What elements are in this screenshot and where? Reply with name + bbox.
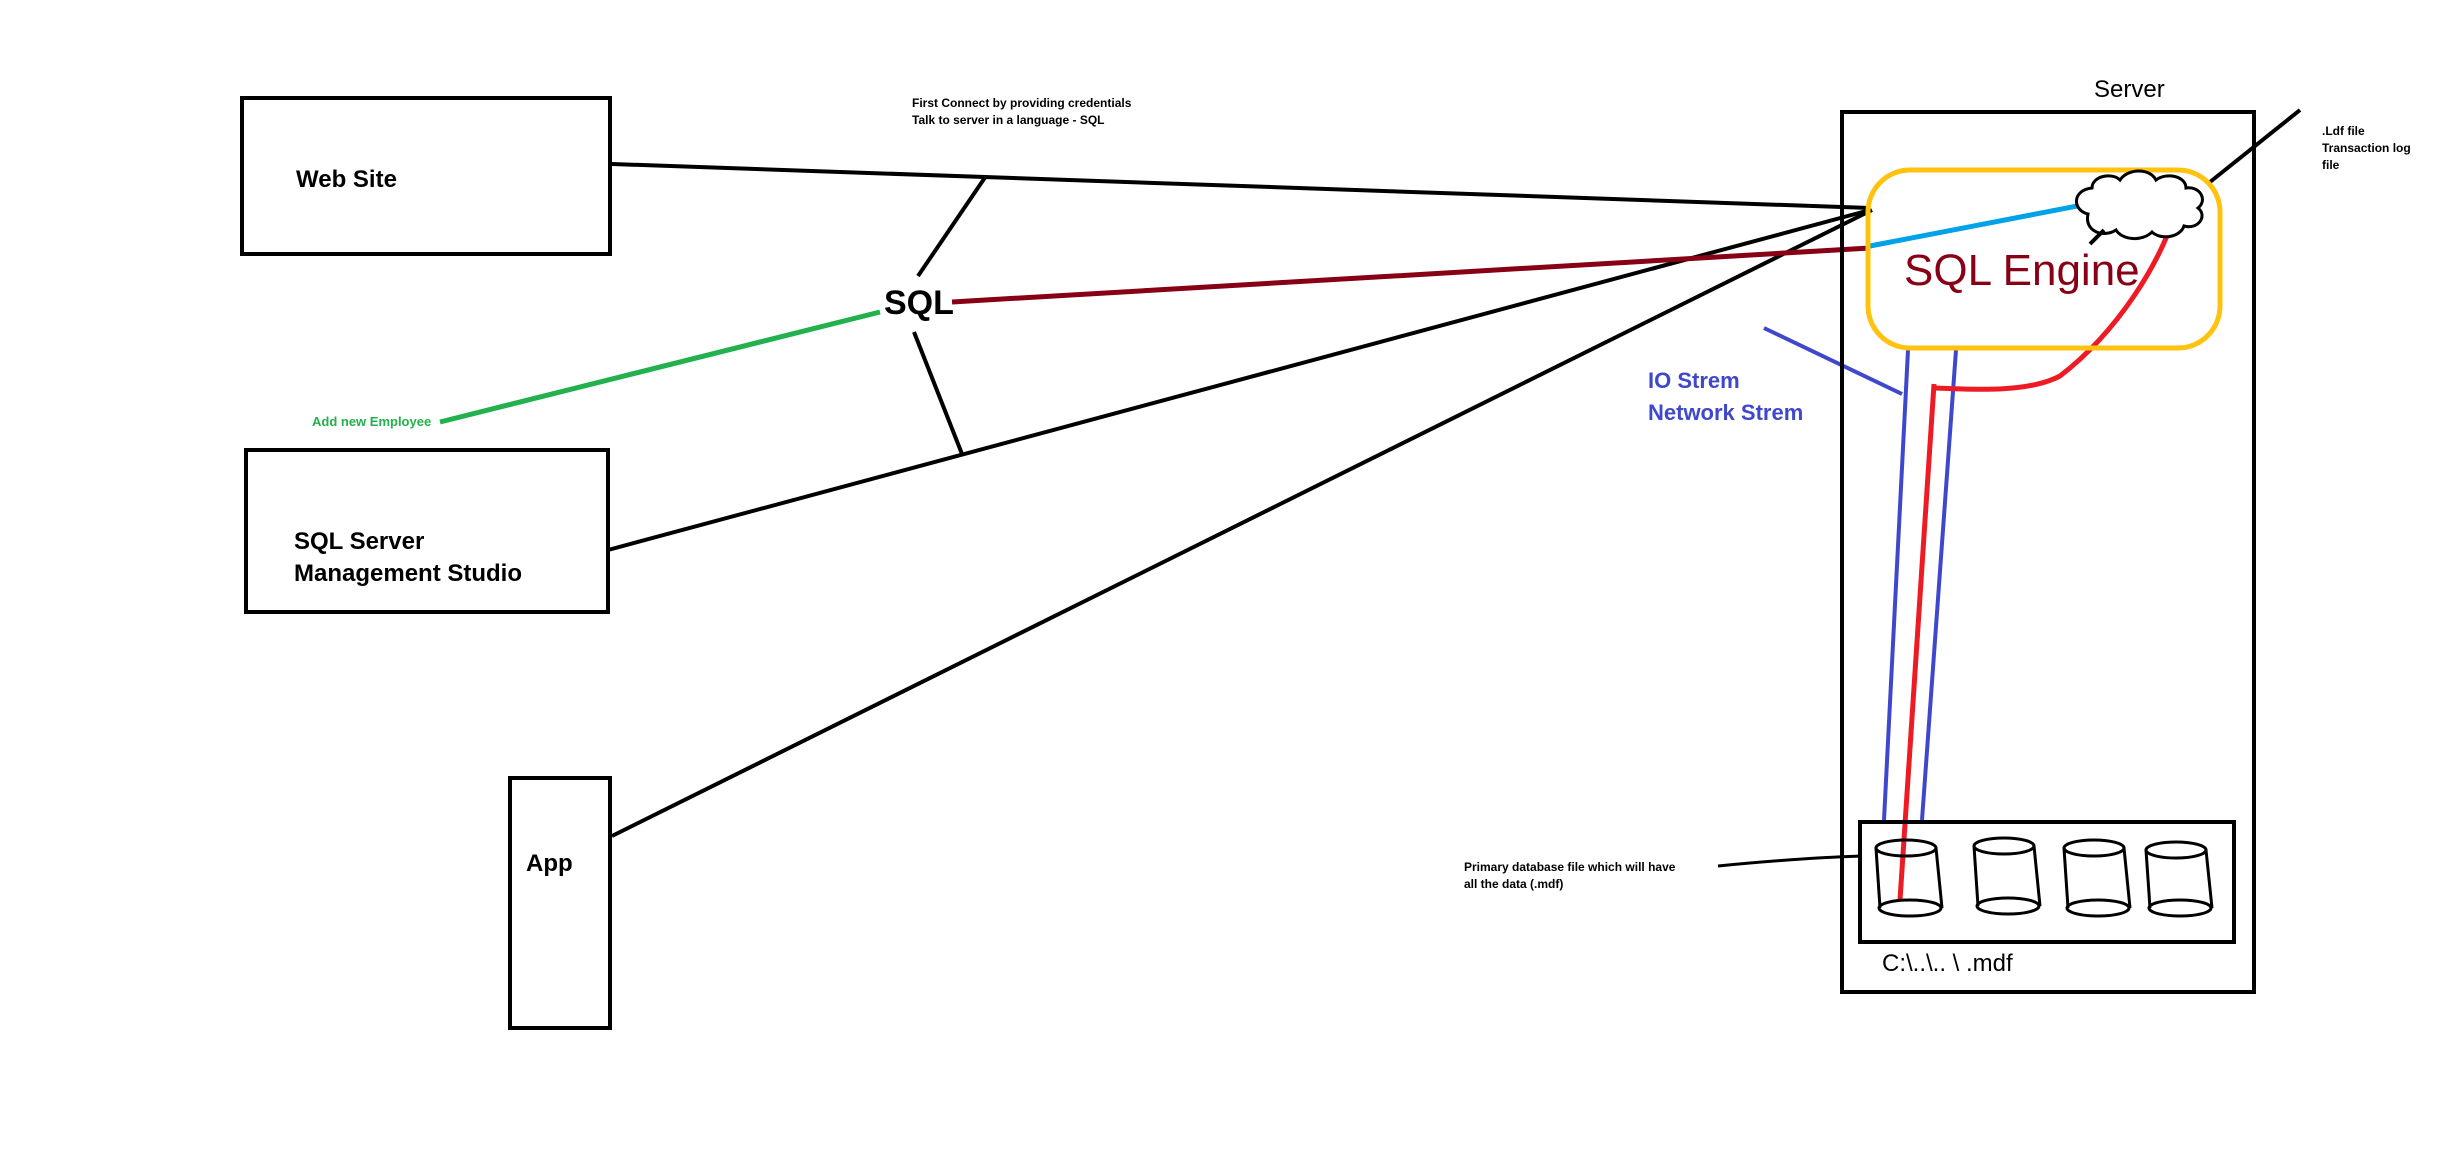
server-title: Server xyxy=(2094,76,2165,103)
mdf-path-label: C:\..\.. \ .mdf xyxy=(1882,950,2013,977)
database-cylinder-icon xyxy=(1972,836,2042,916)
mdf-note-line2: all the data (.mdf) xyxy=(1464,877,1564,891)
ssms-label-line2: Management Studio xyxy=(294,560,523,587)
sql-engine-box xyxy=(1865,167,2223,351)
ldf-note-line1: .Ldf file xyxy=(2322,124,2365,138)
log-cloud-tail xyxy=(2088,228,2106,246)
connect-note-line2: Talk to server in a language - SQL xyxy=(912,113,1105,127)
app-box: App xyxy=(508,776,612,1030)
ldf-note-line3: file xyxy=(2322,158,2340,172)
add-employee-line xyxy=(439,309,881,425)
log-cloud-icon xyxy=(2075,169,2204,240)
add-employee-label: Add new Employee xyxy=(312,414,432,429)
app-label: App xyxy=(526,850,573,877)
website-label: Web Site xyxy=(296,166,397,193)
io-stream-label: IO Strem xyxy=(1648,368,1740,393)
engine-to-log-line xyxy=(1869,199,2099,249)
sql-bracket-top xyxy=(916,174,988,278)
app-to-server-line xyxy=(611,208,1873,838)
sql-to-engine-line xyxy=(951,245,1871,305)
sql-label: SQL xyxy=(884,284,954,322)
mdf-pointer-line xyxy=(1717,854,1863,868)
connect-note-line1: First Connect by providing credentials xyxy=(912,96,1132,110)
server-box xyxy=(1840,110,2256,994)
ssms-box: SQL Server Management Studio xyxy=(244,448,610,614)
website-to-server-line xyxy=(611,162,1871,210)
database-cylinder-icon xyxy=(2062,838,2132,918)
database-cylinder-icon xyxy=(1874,838,1944,918)
storage-box xyxy=(1858,820,2236,944)
ssms-label-line1: SQL Server xyxy=(294,528,425,555)
red-flow-line-down xyxy=(1897,383,1937,901)
io-stream-line-right xyxy=(1920,349,1958,821)
ldf-note-line2: Transaction log xyxy=(2322,141,2411,155)
mdf-note-line1: Primary database file which will have xyxy=(1464,860,1676,874)
sql-engine-label: SQL Engine xyxy=(1904,246,2140,295)
website-box: Web Site xyxy=(240,96,612,256)
io-stream-line-left xyxy=(1882,349,1910,821)
sql-bracket-bottom xyxy=(912,331,964,455)
io-pointer-line xyxy=(1763,326,1903,396)
database-cylinder-icon xyxy=(2144,840,2214,918)
network-stream-label: Network Strem xyxy=(1648,400,1804,425)
red-flow-line-up xyxy=(1933,221,2175,392)
ssms-to-server-line xyxy=(607,208,1871,552)
